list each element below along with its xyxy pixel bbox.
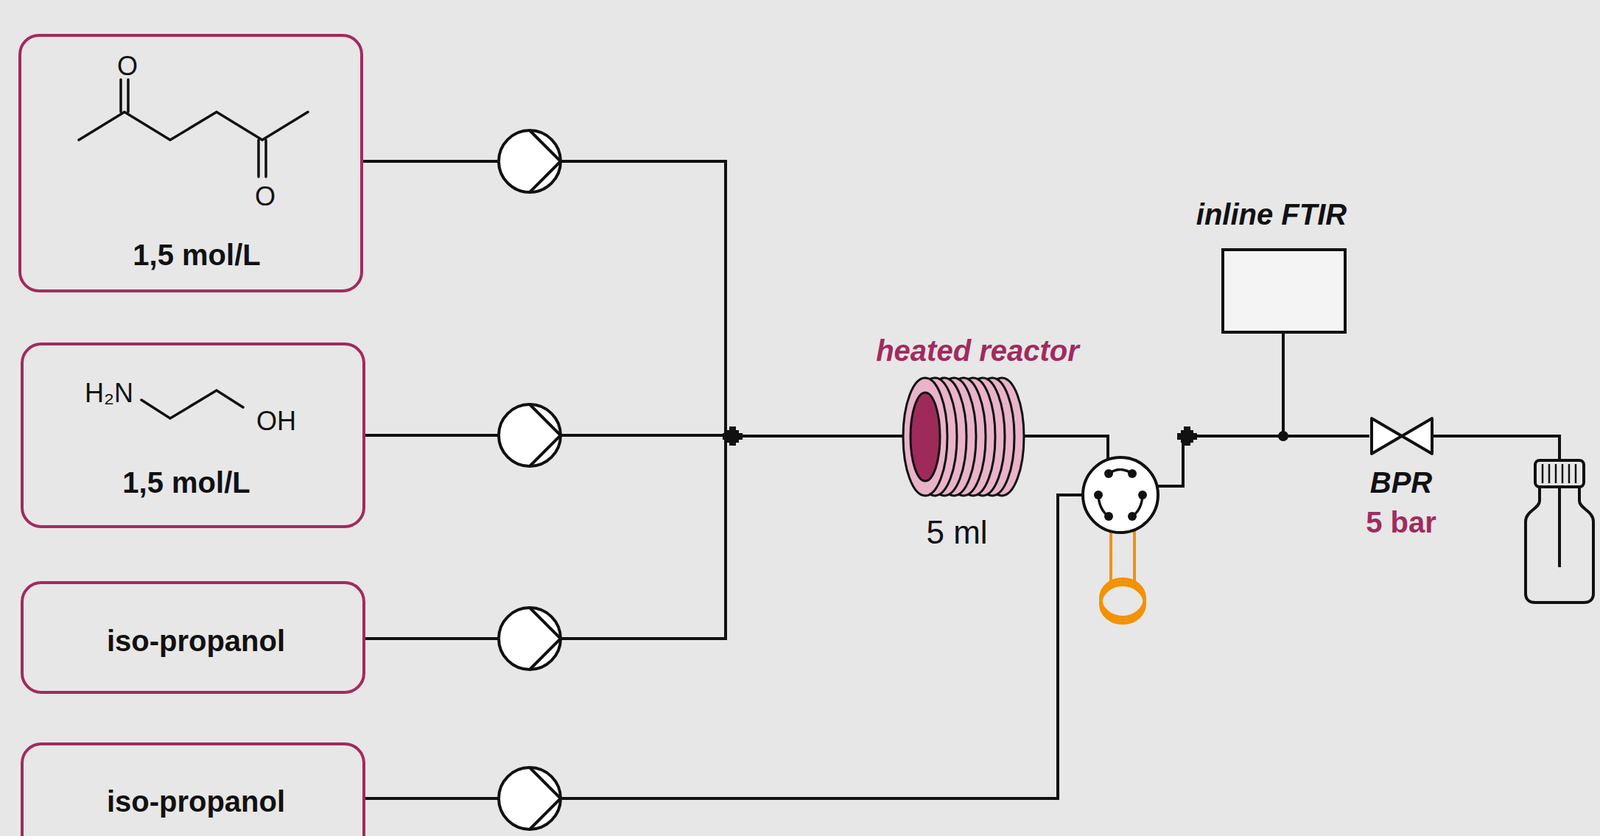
node-label: heated reactor [875,334,1080,367]
node-label: OH [256,406,297,437]
junction-dot [1278,430,1289,442]
molecule-ethanolamine [141,390,244,419]
injection-valve [1082,457,1159,533]
cap-ridge [1555,464,1558,484]
collection-bottle [1525,460,1594,603]
tubing-line [1283,333,1370,437]
cap-ridge [1541,464,1545,484]
node-label: 5 ml [925,514,988,551]
bpr-valve [1371,418,1433,454]
mixer-tee [722,426,743,446]
pump-symbol [498,404,561,467]
heated-reactor: heated reactor5 ml [903,377,1021,497]
back-pressure-regulator: BPR5 bar [1369,416,1434,456]
node-label: iso-propanol [106,624,286,658]
solvent-box: iso-propanol [20,742,366,836]
reagent-box: O O 1,5 mol/L [18,33,364,293]
node-label: 5 bar [1365,506,1437,539]
coil-core [910,392,940,482]
node-label: inline FTIR [1196,198,1347,231]
pump-symbols [498,130,561,830]
pump-body [498,767,561,830]
node-label: H₂N [84,378,134,409]
pump-mark [529,130,561,193]
pump-body [498,404,561,467]
pump-mark [529,767,561,830]
node-label: O [117,51,138,82]
cap-ridge [1568,464,1571,484]
node-label: iso-propanol [106,785,286,818]
pump-symbol [498,767,561,830]
molecule-dione [78,79,308,177]
node-label: O [254,181,276,212]
node-label: BPR [1370,466,1433,499]
cap-ridge [1574,464,1578,484]
tubing-line [365,333,1284,799]
pump-symbol [498,607,561,670]
pump-body [498,130,561,193]
ftir-detector: inline FTIR [1221,248,1347,334]
tubing-line [363,161,904,437]
node-label: 1,5 mol/L [132,238,261,272]
solvent-box: iso-propanol [20,581,366,694]
mixer-tee [1177,426,1198,446]
cap-ridge [1561,464,1564,484]
pump-symbol [498,130,561,193]
pump-mark [529,607,561,670]
reagent-box: H₂N OH1,5 mol/L [20,342,366,529]
reactor-coil [903,377,1024,496]
tubing-line [365,436,904,639]
pump-body [498,607,561,670]
node-label: 1,5 mol/L [122,466,250,499]
cap-ridge [1548,464,1551,484]
coil-winding [903,377,948,496]
pump-mark [529,404,561,467]
